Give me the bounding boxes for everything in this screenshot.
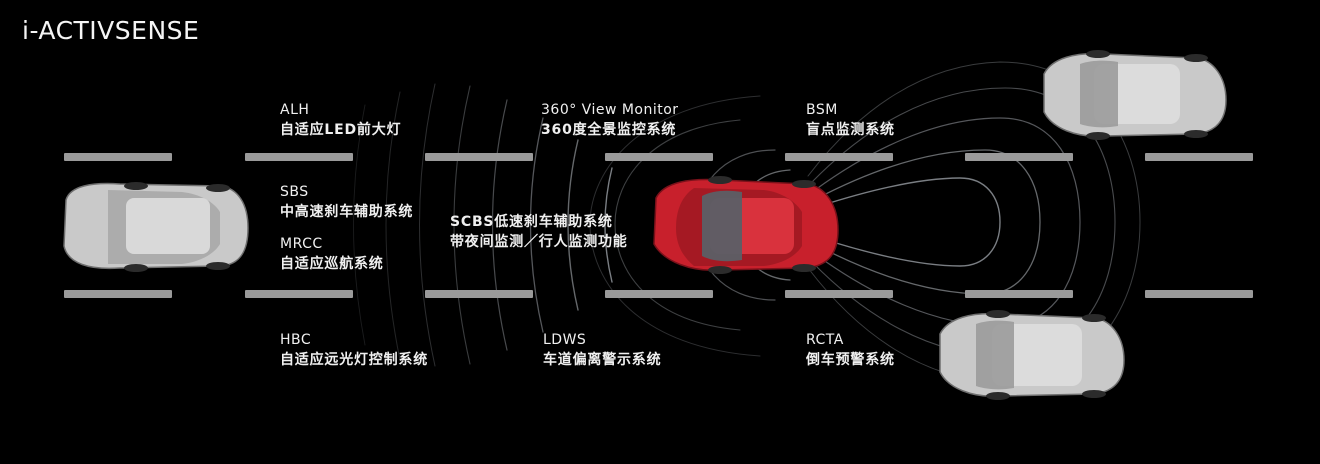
lane-line-top: [64, 153, 172, 161]
lane-line-top: [605, 153, 713, 161]
feature-alh-cn: 自适应LED前大灯: [280, 122, 402, 138]
lane-line-bottom: [245, 290, 353, 298]
feature-hbc-cn: 自适应远光灯控制系统: [280, 352, 428, 368]
feature-sbs-cn: 中高速刹车辅助系统: [280, 204, 414, 220]
lane-line-bottom: [425, 290, 533, 298]
feature-bsm-cn: 盲点监测系统: [806, 122, 895, 138]
lane-line-bottom: [965, 290, 1073, 298]
lane-line-bottom: [64, 290, 172, 298]
lane-line-top: [425, 153, 533, 161]
feature-360-view-monitor-abbr: 360° View Monitor: [541, 102, 679, 118]
lane-line-bottom: [605, 290, 713, 298]
feature-rcta-cn: 倒车预警系统: [806, 352, 895, 368]
feature-360-view-monitor-cn: 360度全景监控系统: [541, 122, 677, 138]
brand-title: i-ACTIVSENSE: [22, 16, 200, 45]
lane-line-top: [1145, 153, 1253, 161]
feature-hbc-abbr: HBC: [280, 332, 312, 348]
front-car-icon: [63, 182, 249, 272]
feature-rcta: RCTA 倒车预警系统: [806, 330, 895, 370]
feature-mrcc-abbr: MRCC: [280, 236, 323, 252]
feature-sbs: SBS 中高速刹车辅助系统: [280, 182, 413, 222]
feature-mrcc-cn: 自适应巡航系统: [280, 256, 384, 272]
lane-line-top: [245, 153, 353, 161]
lane-line-top: [965, 153, 1073, 161]
lane-line-bottom: [1145, 290, 1253, 298]
feature-scbs-cn: 带夜间监测／行人监测功能: [450, 234, 628, 250]
feature-ldws-cn: 车道偏离警示系统: [543, 352, 662, 368]
hero-car-icon: [653, 176, 839, 274]
feature-alh: ALH 自适应LED前大灯: [280, 100, 401, 140]
feature-scbs: SCBS低速刹车辅助系统 带夜间监测／行人监测功能: [450, 212, 628, 252]
feature-ldws-abbr: LDWS: [543, 332, 587, 348]
feature-alh-abbr: ALH: [280, 102, 310, 118]
feature-rcta-abbr: RCTA: [806, 332, 844, 348]
feature-hbc: HBC 自适应远光灯控制系统: [280, 330, 428, 370]
lane-line-top: [785, 153, 893, 161]
feature-sbs-abbr: SBS: [280, 184, 309, 200]
feature-bsm: BSM 盲点监测系统: [806, 100, 895, 140]
feature-360-view-monitor: 360° View Monitor 360度全景监控系统: [541, 100, 679, 140]
feature-scbs-line1: SCBS低速刹车辅助系统: [450, 214, 613, 230]
feature-mrcc: MRCC 自适应巡航系统: [280, 234, 384, 274]
blind-spot-car-icon: [1043, 50, 1227, 140]
lane-line-bottom: [785, 290, 893, 298]
rear-cross-car-icon: [939, 310, 1125, 400]
feature-bsm-abbr: BSM: [806, 102, 838, 118]
feature-ldws: LDWS 车道偏离警示系统: [543, 330, 661, 370]
